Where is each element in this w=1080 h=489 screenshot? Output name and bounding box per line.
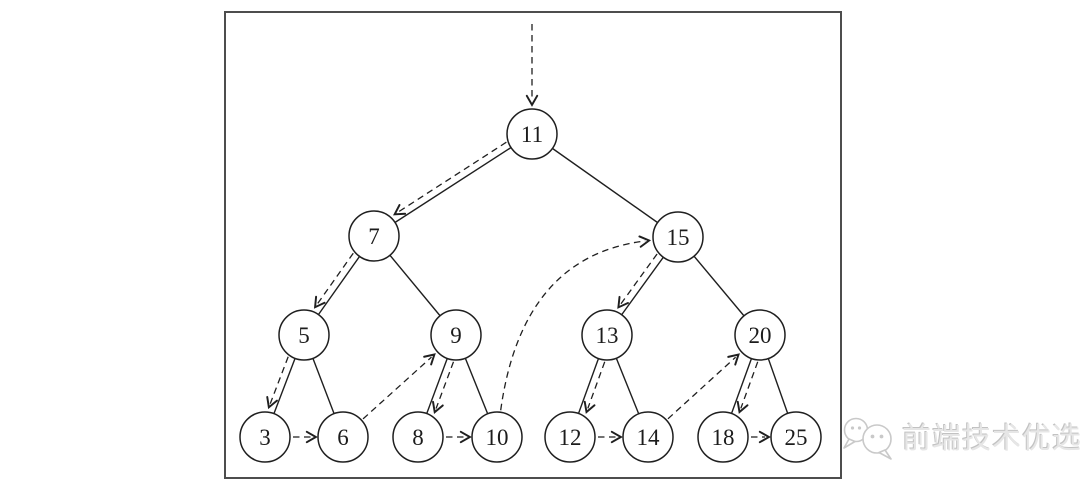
node-value-5: 5 bbox=[298, 323, 310, 348]
tree-node-13: 13 bbox=[581, 309, 633, 361]
node-circle-5 bbox=[278, 309, 330, 361]
node-value-9: 9 bbox=[450, 323, 462, 348]
traversal-arrow-6-9 bbox=[362, 353, 436, 420]
node-value-15: 15 bbox=[667, 225, 690, 250]
tree-node-18: 18 bbox=[697, 411, 749, 463]
tree-node-20: 20 bbox=[734, 309, 786, 361]
edge-11-15 bbox=[531, 133, 679, 238]
traversal-arrow-7-5 bbox=[313, 252, 354, 309]
traversal-arrows bbox=[266, 24, 771, 444]
tree-node-10: 10 bbox=[471, 411, 523, 463]
node-value-25: 25 bbox=[785, 425, 808, 450]
edge-11-7 bbox=[373, 133, 533, 237]
tree-edges bbox=[264, 133, 797, 438]
node-circle-6 bbox=[317, 411, 369, 463]
tree-node-12: 12 bbox=[544, 411, 596, 463]
tree-node-11: 11 bbox=[506, 108, 558, 160]
node-value-13: 13 bbox=[596, 323, 619, 348]
node-value-7: 7 bbox=[368, 224, 380, 249]
node-circle-10 bbox=[471, 411, 523, 463]
node-value-20: 20 bbox=[749, 323, 772, 348]
node-circle-25 bbox=[770, 411, 822, 463]
traversal-arrow-15-13 bbox=[617, 253, 658, 309]
tree-node-5: 5 bbox=[278, 309, 330, 361]
traversal-arrow-20-18 bbox=[736, 361, 759, 414]
tree-node-7: 7 bbox=[348, 210, 400, 262]
tree-node-15: 15 bbox=[652, 211, 704, 263]
node-circle-14 bbox=[622, 411, 674, 463]
tree-node-25: 25 bbox=[770, 411, 822, 463]
node-value-3: 3 bbox=[259, 425, 271, 450]
node-circle-9 bbox=[430, 309, 482, 361]
node-circle-3 bbox=[239, 411, 291, 463]
traversal-arrow-5-3 bbox=[266, 356, 289, 410]
traversal-arrow-10-15 bbox=[500, 235, 652, 411]
tree-node-14: 14 bbox=[622, 411, 674, 463]
traversal-arrow-9-8 bbox=[432, 361, 455, 415]
node-circle-7 bbox=[348, 210, 400, 262]
node-value-11: 11 bbox=[521, 122, 543, 147]
traversal-arrow-11-7 bbox=[393, 141, 507, 216]
tree-node-9: 9 bbox=[430, 309, 482, 361]
node-value-10: 10 bbox=[486, 425, 509, 450]
node-circle-15 bbox=[652, 211, 704, 263]
traversal-arrow-14-20 bbox=[667, 353, 740, 420]
tree-node-8: 8 bbox=[392, 411, 444, 463]
node-value-12: 12 bbox=[559, 425, 582, 450]
node-circle-8 bbox=[392, 411, 444, 463]
node-circle-13 bbox=[581, 309, 633, 361]
node-value-6: 6 bbox=[337, 425, 349, 450]
node-value-18: 18 bbox=[712, 425, 735, 450]
node-circle-18 bbox=[697, 411, 749, 463]
traversal-arrow-13-12 bbox=[583, 361, 606, 414]
node-circle-11 bbox=[506, 108, 558, 160]
diagram-border bbox=[224, 11, 842, 479]
tree-node-3: 3 bbox=[239, 411, 291, 463]
node-value-8: 8 bbox=[412, 425, 424, 450]
tree-node-6: 6 bbox=[317, 411, 369, 463]
node-circle-20 bbox=[734, 309, 786, 361]
node-value-14: 14 bbox=[637, 425, 661, 450]
node-circle-12 bbox=[544, 411, 596, 463]
